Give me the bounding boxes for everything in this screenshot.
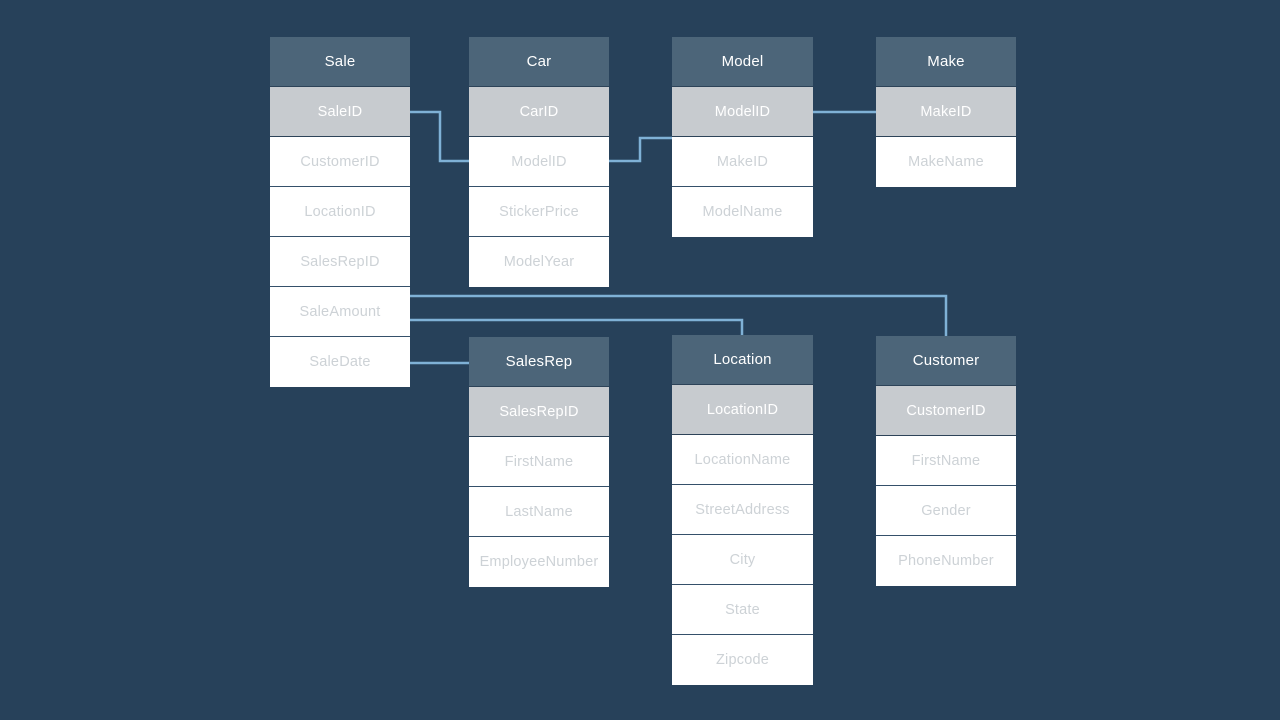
field-sale-saleamount[interactable]: SaleAmount	[270, 287, 410, 337]
field-customer-phonenumber[interactable]: PhoneNumber	[876, 536, 1016, 586]
field-customer-gender[interactable]: Gender	[876, 486, 1016, 536]
connector-car-model	[607, 136, 674, 163]
primary-key-field-location-locationid[interactable]: LocationID	[672, 385, 813, 435]
connector-sale-car	[408, 110, 471, 163]
connector-sale-location	[408, 318, 744, 337]
entity-header-make: Make	[876, 37, 1016, 87]
field-car-modelyear[interactable]: ModelYear	[469, 237, 609, 287]
field-model-makeid[interactable]: MakeID	[672, 137, 813, 187]
field-sale-customerid[interactable]: CustomerID	[270, 137, 410, 187]
connector-sale-customer	[408, 294, 948, 338]
field-make-makename[interactable]: MakeName	[876, 137, 1016, 187]
field-sale-salesrepid[interactable]: SalesRepID	[270, 237, 410, 287]
entity-header-salesrep: SalesRep	[469, 337, 609, 387]
field-car-modelid[interactable]: ModelID	[469, 137, 609, 187]
entity-header-car: Car	[469, 37, 609, 87]
field-car-stickerprice[interactable]: StickerPrice	[469, 187, 609, 237]
field-location-city[interactable]: City	[672, 535, 813, 585]
field-location-locationname[interactable]: LocationName	[672, 435, 813, 485]
field-sale-locationid[interactable]: LocationID	[270, 187, 410, 237]
field-location-streetaddress[interactable]: StreetAddress	[672, 485, 813, 535]
primary-key-field-make-makeid[interactable]: MakeID	[876, 87, 1016, 137]
primary-key-field-customer-customerid[interactable]: CustomerID	[876, 386, 1016, 436]
field-salesrep-firstname[interactable]: FirstName	[469, 437, 609, 487]
entity-header-location: Location	[672, 335, 813, 385]
field-salesrep-employeenumber[interactable]: EmployeeNumber	[469, 537, 609, 587]
field-customer-firstname[interactable]: FirstName	[876, 436, 1016, 486]
field-sale-saledate[interactable]: SaleDate	[270, 337, 410, 387]
field-location-zipcode[interactable]: Zipcode	[672, 635, 813, 685]
entity-header-customer: Customer	[876, 336, 1016, 386]
primary-key-field-salesrep-salesrepid[interactable]: SalesRepID	[469, 387, 609, 437]
primary-key-field-sale-saleid[interactable]: SaleID	[270, 87, 410, 137]
entity-header-model: Model	[672, 37, 813, 87]
entity-header-sale: Sale	[270, 37, 410, 87]
field-model-modelname[interactable]: ModelName	[672, 187, 813, 237]
field-salesrep-lastname[interactable]: LastName	[469, 487, 609, 537]
primary-key-field-model-modelid[interactable]: ModelID	[672, 87, 813, 137]
primary-key-field-car-carid[interactable]: CarID	[469, 87, 609, 137]
field-location-state[interactable]: State	[672, 585, 813, 635]
